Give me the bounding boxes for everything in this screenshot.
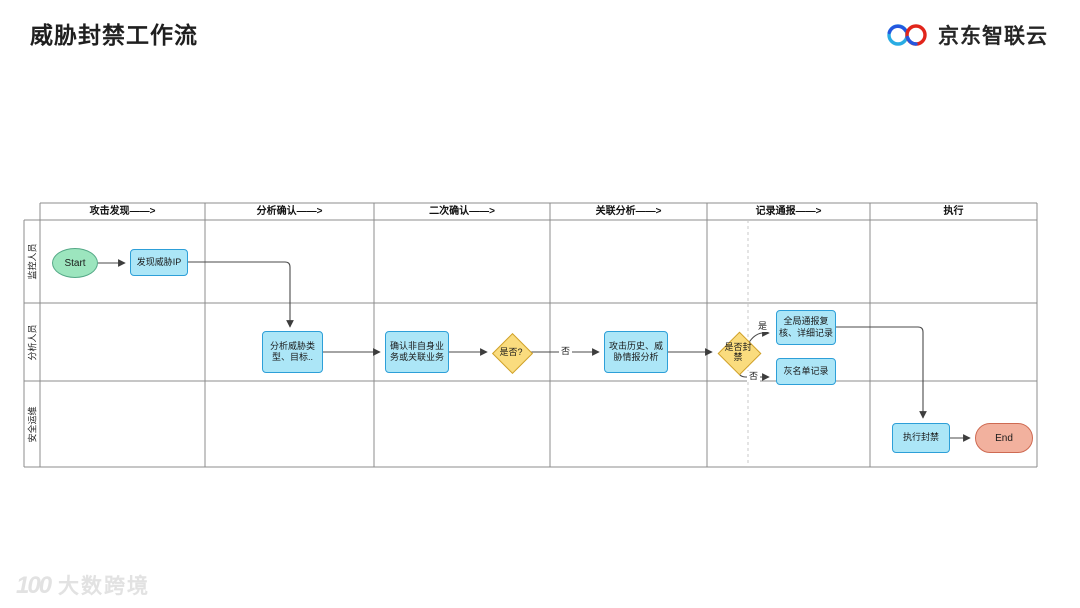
- node-confirm-business: 确认非自身业务或关联业务: [385, 331, 449, 373]
- page-title: 威胁封禁工作流: [30, 22, 198, 48]
- edge-label-no-2: 否: [747, 371, 761, 382]
- column-header-execute: 执行: [943, 206, 964, 217]
- watermark-text: 大数跨境: [58, 575, 151, 598]
- node-global-report: 全局通报复核、详细记录: [776, 310, 836, 345]
- row-label-analysis-staff: 分析人员: [27, 323, 38, 361]
- node-decision-confirm: 是否?: [491, 332, 533, 374]
- column-header-second-confirm: 二次确认——>: [429, 206, 495, 217]
- edge-label-no-1: 否: [559, 346, 573, 357]
- node-execute-block: 执行封禁: [892, 423, 950, 453]
- node-start: Start: [52, 248, 98, 278]
- node-graylist-record: 灰名单记录: [776, 358, 836, 385]
- node-decision-block: 是否封禁: [717, 331, 761, 375]
- brand-logo: 京东智联云: [884, 20, 1048, 50]
- edge-label-yes: 是: [756, 321, 770, 332]
- node-intel-analysis: 攻击历史、威胁情报分析: [604, 331, 668, 373]
- brand-name: 京东智联云: [938, 25, 1048, 48]
- node-analyze-threat-type: 分析威胁类型、目标..: [262, 331, 323, 373]
- row-label-monitoring-staff: 监控人员: [27, 243, 38, 280]
- watermark: 100 大数跨境: [16, 570, 150, 600]
- row-label-security-ops: 安全运维: [27, 405, 38, 443]
- node-end: End: [975, 423, 1033, 453]
- column-header-attack-discovery: 攻击发现——>: [89, 206, 156, 217]
- column-header-record-report: 记录通报——>: [755, 206, 822, 217]
- infinity-logo-icon: [884, 20, 932, 50]
- watermark-100-icon: 100: [16, 572, 52, 599]
- column-header-correlation-analysis: 关联分析——>: [595, 206, 662, 217]
- column-header-analysis-confirm: 分析确认——>: [256, 206, 323, 217]
- node-discover-threat-ip: 发现威胁IP: [130, 249, 188, 276]
